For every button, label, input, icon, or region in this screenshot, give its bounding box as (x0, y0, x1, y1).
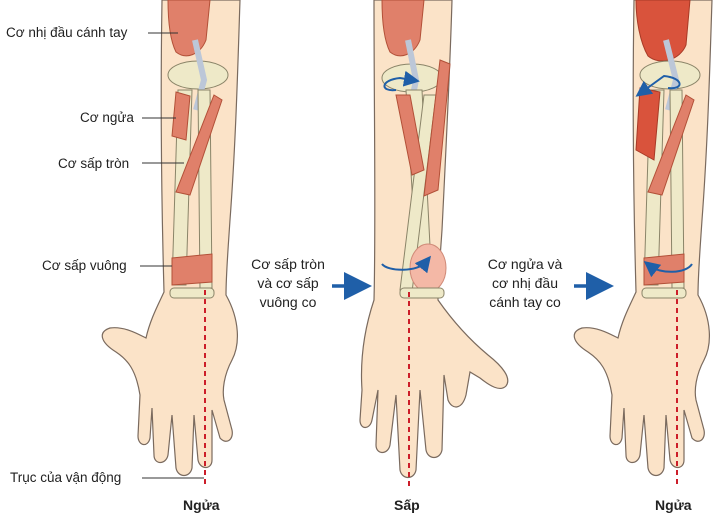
arm-right (573, 0, 713, 488)
arm-right-pronator-quadratus (643, 253, 685, 286)
transition-text-to-supination-line-3: cánh tay co (489, 294, 561, 310)
arm-right-rotation-arrow-top (635, 74, 681, 97)
transition-text-to-supination-line-2: cơ nhị đầu (491, 275, 558, 291)
arm-middle-biceps (381, 0, 425, 57)
arm-left-supinator (171, 91, 191, 141)
arm-right-supinator (635, 87, 661, 161)
arm-middle-supinator (395, 94, 425, 176)
transition-text-to-pronation-line-3: vuông co (259, 294, 317, 310)
arm-middle (359, 0, 509, 488)
arm-middle-pronator-teres (423, 59, 451, 197)
arm-middle-rotation-arrow-top (383, 70, 420, 92)
label-supinator: Cơ ngửa (80, 110, 134, 125)
arm-left (101, 0, 241, 488)
arm-right-wrist-bones (641, 287, 687, 299)
caption-middle: Sấp (394, 497, 420, 513)
transition-text-to-supination: Cơ ngửa và cơ nhị đầu cánh tay co (470, 255, 580, 312)
arm-left-biceps (167, 0, 211, 57)
transition-text-to-pronation: Cơ sấp tròn và cơ sấp vuông co (236, 255, 340, 312)
label-pronator-quadratus: Cơ sấp vuông (42, 258, 127, 273)
arm-left-wrist-bones (169, 287, 215, 299)
transition-text-to-pronation-line-2: và cơ sấp (257, 275, 319, 291)
arm-left-pronator-quadratus (171, 253, 213, 286)
arm-middle-rotation-arrow-bottom (381, 255, 432, 274)
label-biceps: Cơ nhị đầu cánh tay (6, 25, 128, 40)
arm-middle-wrist-bones (399, 287, 445, 299)
label-axis: Trục của vận động (10, 470, 122, 485)
arm-left-pronator-teres (175, 94, 223, 196)
transition-text-to-pronation-line-1: Cơ sấp tròn (251, 256, 325, 272)
arm-right-rotation-arrow-bottom (643, 261, 693, 278)
label-pronator-teres: Cơ sấp tròn (58, 156, 130, 171)
arm-right-pronator-teres (647, 94, 695, 196)
caption-right: Ngửa (655, 497, 692, 513)
arm-right-biceps (635, 0, 691, 62)
transition-text-to-supination-line-1: Cơ ngửa và (487, 256, 563, 272)
caption-left: Ngửa (183, 497, 220, 513)
